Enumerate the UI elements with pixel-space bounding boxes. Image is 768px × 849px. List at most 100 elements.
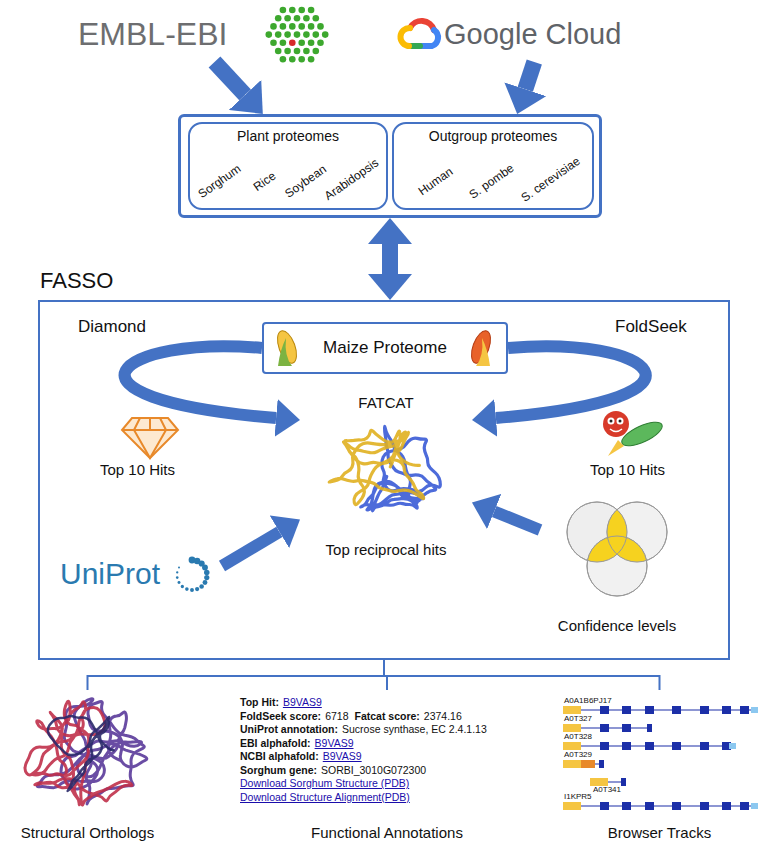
- link-text: Download Structure Alignment(PDB): [240, 791, 410, 803]
- exon: [722, 802, 731, 810]
- logo-dot: [303, 31, 310, 38]
- logo-dot: [176, 571, 178, 573]
- exon: [722, 706, 731, 714]
- caption-text: Confidence levels: [540, 617, 694, 634]
- species-name: S. cerevisiae: [519, 155, 583, 206]
- tool-label: FATCAT: [300, 394, 472, 411]
- species-name: Soybean: [283, 163, 330, 201]
- logo-dot: [289, 7, 296, 14]
- exon: [700, 742, 709, 750]
- connector: [494, 512, 540, 531]
- connector: [525, 62, 534, 89]
- logo-dot: [204, 570, 210, 576]
- exon: [645, 706, 654, 714]
- track-label: A0T329: [563, 751, 593, 760]
- field-value: 6718: [325, 710, 348, 722]
- logo-dot: [313, 31, 320, 38]
- species-name: S. pombe: [467, 162, 517, 203]
- venn-diagram: [567, 502, 667, 596]
- group-heading: Outgroup proteomes: [394, 128, 592, 144]
- track-label: A0A1B6PJ17: [563, 697, 613, 706]
- output-caption: Structural Orthologs: [8, 824, 167, 841]
- logo-dot: [298, 7, 305, 14]
- track-label: A0T341: [592, 786, 622, 795]
- uniprot-logo-dots: [176, 557, 210, 592]
- google-cloud-icon: [400, 21, 438, 46]
- diagram-node: UniProt: [60, 545, 220, 605]
- diagram-node: FATCATTop reciprocal hits: [300, 392, 472, 562]
- logo-dot: [284, 31, 291, 38]
- exon: [645, 802, 654, 810]
- annotation-line: Sorghum gene:SORBI_3010G072300: [240, 764, 493, 778]
- annotation-line: FoldSeek score:6718Fatcat score:2374.16: [240, 710, 493, 724]
- logo-dot: [303, 48, 310, 55]
- logo-dot: [202, 565, 208, 571]
- diagram-node: Top Hit: B9VAS9FoldSeek score: 6718 Fatcat …: [232, 690, 542, 845]
- diagram-node: Browser Tracks: [555, 690, 764, 845]
- exon: [563, 802, 581, 810]
- logo-dot: [289, 40, 296, 47]
- exon: [740, 802, 749, 810]
- exon: [590, 778, 608, 786]
- logo-dot: [303, 15, 310, 22]
- panel-title: FASSO: [40, 268, 113, 293]
- diamond-icon: [122, 418, 178, 458]
- logo-dot: [270, 23, 277, 30]
- connector: [222, 532, 279, 566]
- connector: [88, 660, 385, 690]
- diagram-node: FASSOMaize ProteomeFATCATTop reciprocal …: [38, 300, 730, 660]
- logo-dot: [204, 575, 209, 580]
- field-name: Top Hit:: [240, 696, 279, 708]
- track-label: A0T327: [563, 715, 593, 724]
- connector: [382, 244, 398, 274]
- hit-count-label: Top 10 Hits: [590, 462, 665, 479]
- logo-dot: [270, 40, 277, 47]
- logo-dot: [195, 587, 199, 591]
- logo-dot: [317, 40, 324, 47]
- logo-dot: [313, 48, 320, 55]
- link-text: B9VAS9: [283, 696, 322, 708]
- field-name: Sorghum gene:: [240, 764, 317, 776]
- exon: [563, 742, 581, 750]
- annotation-line: Download Sorghum Structure (PDB): [240, 777, 493, 791]
- group-heading: Plant proteomes: [190, 128, 386, 144]
- annotation-list: Top Hit: B9VAS9FoldSeek score: 6718 Fatcat …: [240, 696, 493, 804]
- process-box-label: Maize Proteome: [264, 338, 506, 358]
- foldseek-icon: [603, 411, 665, 456]
- exon: [600, 742, 609, 750]
- exon: [563, 760, 581, 768]
- exon: [672, 802, 681, 810]
- exon: [622, 724, 631, 732]
- field-value: Sucrose synthase, EC 2.4.1.13: [342, 723, 487, 735]
- logo-dot: [178, 567, 180, 569]
- logo-dot: [280, 40, 287, 47]
- logo-dot: [317, 23, 324, 30]
- field-name: Fatcat score:: [354, 710, 419, 722]
- diagram-node: Plant proteomesSorghumRiceSoybeanArabido…: [178, 114, 602, 218]
- logo-dot: [178, 581, 181, 584]
- protein-alignment-illustration: [329, 426, 440, 511]
- species-name: Rice: [251, 169, 279, 194]
- logo-dot: [308, 40, 315, 47]
- exon: [600, 724, 609, 732]
- annotation-line: Download Structure Alignment(PDB): [240, 791, 493, 805]
- output-caption: Functional Annotations: [232, 824, 542, 841]
- logo-dot: [280, 23, 287, 30]
- logo-dot: [176, 576, 179, 579]
- logo-dot: [294, 31, 301, 38]
- field-name: FoldSeek score:: [240, 710, 321, 722]
- logo-dot: [275, 15, 282, 22]
- tool-name: Diamond: [78, 318, 146, 337]
- logo-dot: [298, 40, 305, 47]
- logo-dot: [275, 31, 282, 38]
- source-logo-text: EMBL-EBI: [78, 16, 227, 53]
- annotation-line: EBI alphafold:B9VAS9: [240, 737, 493, 751]
- exon: [672, 742, 681, 750]
- field-name: NCBI alphafold:: [240, 750, 319, 762]
- field-name: UniProt annotation:: [240, 723, 338, 735]
- connector: [215, 62, 246, 95]
- logo-dot: [181, 585, 184, 588]
- exon: [700, 706, 709, 714]
